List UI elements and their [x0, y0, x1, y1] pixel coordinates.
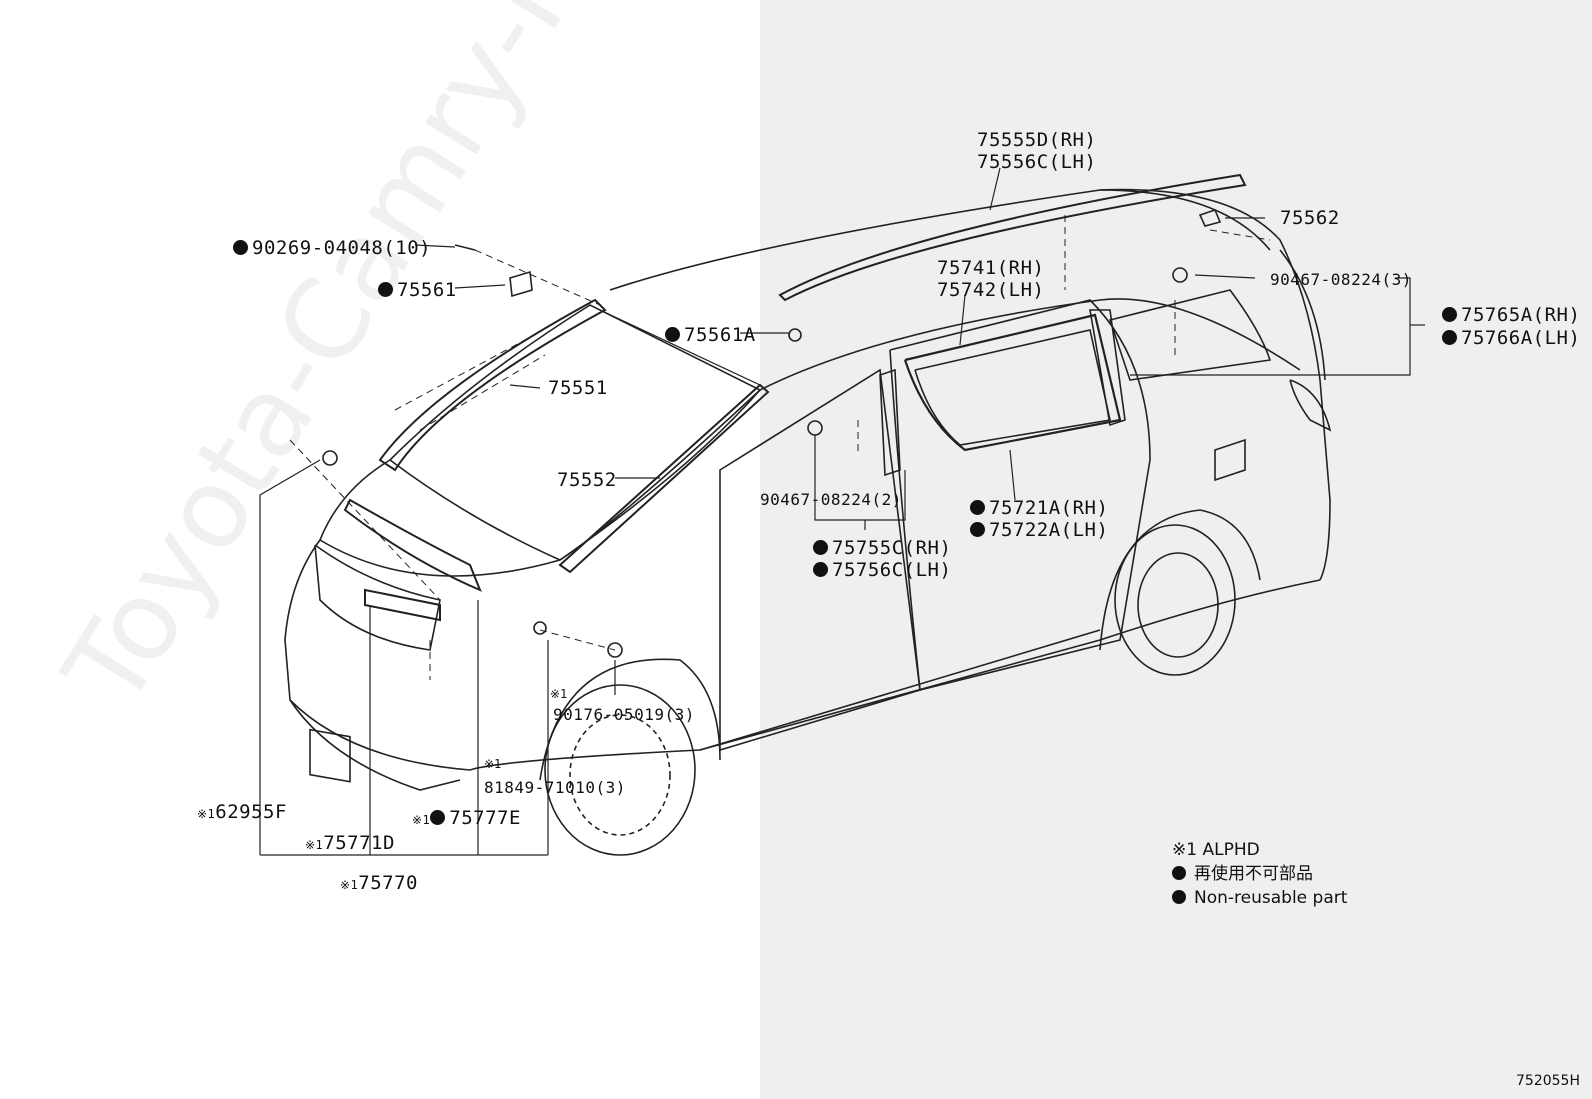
- rear-arch: [1099, 509, 1261, 651]
- label-75551: 75551: [548, 377, 608, 399]
- front-door: [719, 368, 921, 752]
- rocker: [699, 629, 1101, 751]
- c-pillar-garnish: [1089, 309, 1126, 427]
- clip-81849: [533, 621, 547, 635]
- clip-90176: [607, 642, 623, 658]
- non-reusable-dot-icon: [430, 810, 446, 825]
- rear-wheel: [1114, 524, 1236, 676]
- legend-non-reusable-jp: 再使用不可部品: [1172, 862, 1347, 886]
- label-75561A: 75561A: [665, 325, 756, 345]
- roof-molding: [778, 173, 1247, 302]
- legend-alphd: ※1 ALPHD: [1172, 840, 1260, 860]
- legend: ※1 ALPHD 再使用不可部品 Non-reusable part: [1172, 838, 1347, 910]
- label-75555D: 75555D(RH): [977, 129, 1097, 151]
- cowl-molding: [343, 498, 482, 592]
- clip-90467-side: [807, 420, 823, 436]
- non-reusable-dot-icon: [1442, 307, 1457, 322]
- label-75722A: 75722A(LH): [970, 520, 1108, 540]
- front-wheel: [544, 684, 696, 856]
- alphd-note-90176: ※1: [550, 687, 568, 701]
- front-bumper: [289, 699, 471, 771]
- roof-rear: [1099, 189, 1271, 251]
- non-reusable-dot-icon: [970, 522, 985, 537]
- legend-non-reusable-en: Non-reusable part: [1172, 886, 1347, 910]
- alphd-note-81849: ※1: [484, 757, 502, 771]
- windshield-outline: [389, 304, 762, 561]
- roof-outline: [609, 188, 1331, 581]
- fuel-lid: [1214, 438, 1246, 482]
- license-plate: [309, 728, 351, 783]
- grille: [314, 544, 441, 651]
- hood-outline: [319, 459, 561, 577]
- label-75562: 75562: [1280, 207, 1340, 229]
- tail-lamp: [1289, 379, 1332, 432]
- clip-75561A: [788, 328, 802, 342]
- clip-75561: [509, 270, 533, 298]
- label-75556C: 75556C(LH): [977, 151, 1097, 173]
- b-pillar-garnish: [879, 368, 901, 477]
- label-75771D: ※175771D: [305, 832, 395, 854]
- label-75742: 75742(LH): [937, 279, 1045, 301]
- label-75770: ※175770: [340, 872, 418, 894]
- rear-quarter-window: [1108, 289, 1272, 381]
- label-81849-71010: 81849-71010(3): [484, 778, 626, 797]
- clip-90467-rear: [1172, 267, 1188, 283]
- right-panel-background: [760, 0, 1592, 1099]
- door-frame-molding: [903, 313, 1122, 452]
- label-75766A: 75766A(LH): [1442, 328, 1580, 348]
- a-pillar-molding-75552: [558, 383, 770, 574]
- label-75755C: 75755C(RH): [813, 538, 951, 558]
- front-arch: [539, 658, 721, 781]
- non-reusable-dot-icon: [813, 540, 828, 555]
- non-reusable-dot-icon: [813, 562, 828, 577]
- body-side: [559, 298, 1301, 561]
- non-reusable-dot-icon: [1172, 866, 1186, 880]
- non-reusable-dot-icon: [378, 282, 393, 297]
- label-75552: 75552: [557, 469, 617, 491]
- label-90467-08224-3: 90467-08224(3): [1270, 270, 1412, 289]
- label-75756C: 75756C(LH): [813, 560, 951, 580]
- label-90467-08224-2: 90467-08224(2): [760, 490, 902, 509]
- screw-90269: [454, 244, 476, 251]
- slide-window: [914, 329, 1111, 446]
- label-75721A: 75721A(RH): [970, 498, 1108, 518]
- body-lower: [469, 579, 1321, 771]
- rear-glass: [1279, 249, 1326, 381]
- sliding-door: [889, 299, 1151, 691]
- label-62955F: ※162955F: [197, 801, 287, 823]
- non-reusable-dot-icon: [970, 500, 985, 515]
- clip-front: [322, 450, 338, 466]
- illustration-code: 752055H: [1516, 1073, 1580, 1089]
- rear-wheel-inner: [1137, 552, 1219, 658]
- non-reusable-dot-icon: [1172, 890, 1186, 904]
- label-90269-04048: 90269-04048(10): [233, 238, 431, 258]
- label-75765A: 75765A(RH): [1442, 305, 1580, 325]
- label-75741: 75741(RH): [937, 257, 1045, 279]
- non-reusable-dot-icon: [233, 240, 248, 255]
- clip-75562: [1198, 209, 1222, 227]
- label-75561: 75561: [378, 280, 457, 300]
- front-garnish: [364, 588, 441, 622]
- label-90176-05019: 90176-05019(3): [553, 705, 695, 724]
- a-pillar-molding-75551: [378, 298, 607, 472]
- non-reusable-dot-icon: [665, 327, 680, 342]
- front-wheel-inner: [569, 714, 671, 836]
- non-reusable-dot-icon: [1442, 330, 1457, 345]
